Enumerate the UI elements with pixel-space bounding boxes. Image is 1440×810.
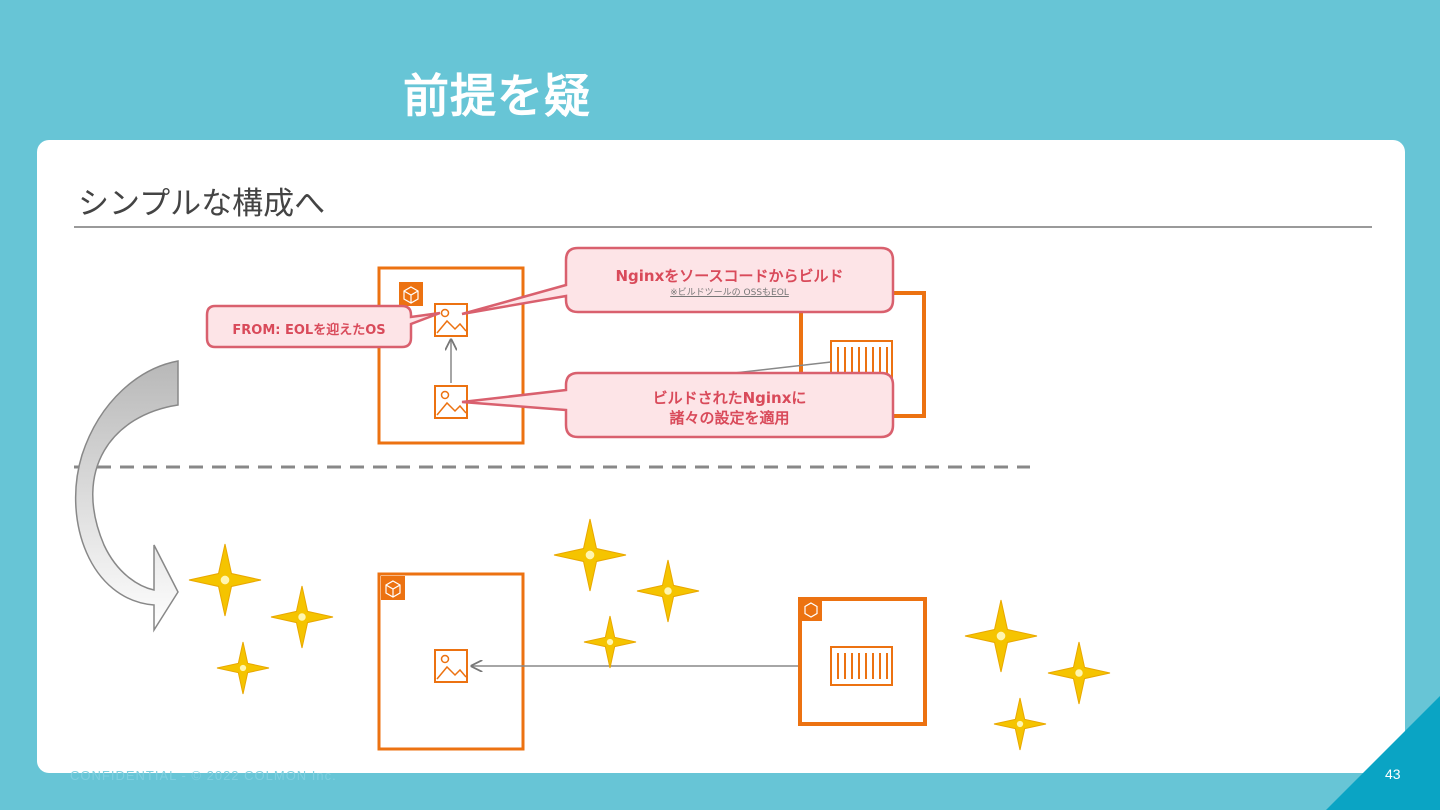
image-icon <box>434 303 468 337</box>
section-heading: シンプルな構成へ <box>78 186 326 222</box>
callout-nginx-build <box>461 246 895 316</box>
sparkle-glow <box>239 664 247 672</box>
container-icon <box>800 599 822 621</box>
callout-apply-line1: ビルドされたNginxに <box>652 389 807 407</box>
container-icon <box>381 576 405 600</box>
callout-from-os <box>205 304 441 349</box>
callout-apply-line2: 諸々の設定を適用 <box>669 409 790 427</box>
callout-nginx-build-text: Nginxをソースコードからビルド <box>615 267 844 285</box>
sparkles-group <box>188 518 1111 751</box>
footer-confidential: CONFIDENTIAL - © 2022 COLMON Inc. <box>70 768 337 783</box>
sparkle-glow <box>664 587 672 595</box>
corner-decoration <box>1326 696 1440 810</box>
page-number: 43 <box>1385 766 1401 782</box>
sparkle-glow <box>1075 669 1083 677</box>
sparkle-glow <box>996 631 1006 641</box>
callout-apply-settings <box>461 371 895 439</box>
build-container-top <box>377 266 525 445</box>
sparkle-glow <box>1016 720 1024 728</box>
registry-box-bottom <box>798 597 927 726</box>
heading-divider <box>74 226 1372 228</box>
registry-icon <box>830 646 893 686</box>
curved-arrow <box>74 360 179 633</box>
sparkle-glow <box>298 613 306 621</box>
sparkle-glow <box>585 550 595 560</box>
image-icon <box>434 649 468 683</box>
image-icon <box>434 385 468 419</box>
callout-from-os-text: FROM: EOLを迎えたOS <box>232 323 386 338</box>
sparkle-glow <box>606 638 614 646</box>
slide-title: 前提を疑 <box>403 69 591 123</box>
sparkle-glow <box>220 575 230 585</box>
container-icon <box>399 282 423 306</box>
callout-nginx-build-note: ※ビルドツールの OSSもEOL <box>670 288 789 298</box>
build-container-bottom <box>377 572 525 751</box>
